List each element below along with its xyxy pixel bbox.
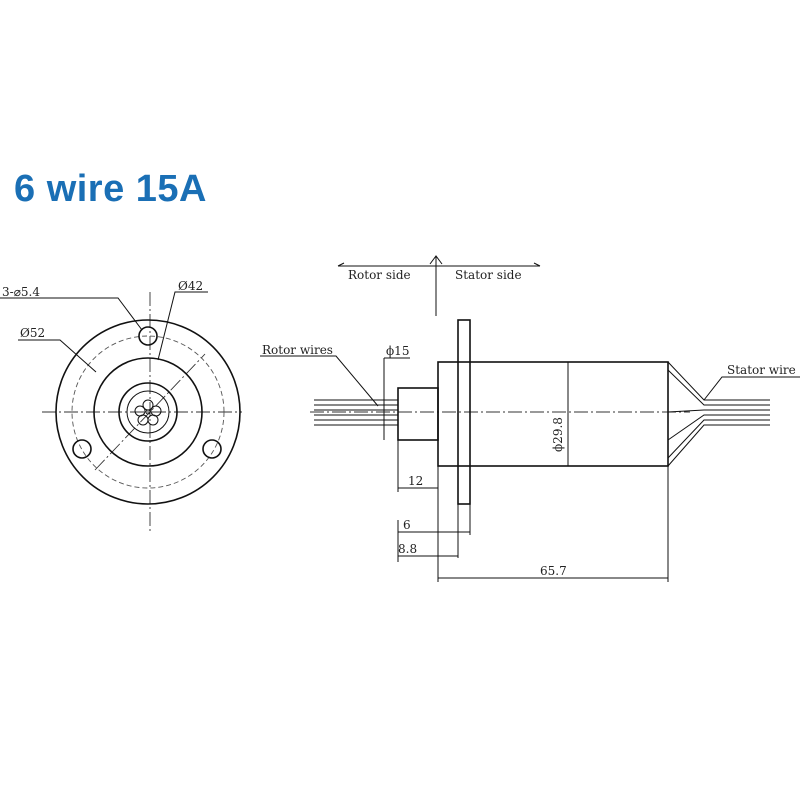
stator-wires-leader — [703, 376, 800, 401]
dim-6-label: 6 — [403, 518, 411, 532]
mount-hole-left — [72, 439, 92, 459]
page-title: 6 wire 15A — [14, 168, 207, 210]
stator-wires-label: Stator wire — [727, 363, 796, 377]
shaft-dia-label: ϕ15 — [386, 344, 409, 358]
shaft-rect — [397, 387, 439, 441]
stator-wire-3 — [667, 409, 770, 413]
rotor-tick — [337, 262, 345, 267]
body-circle — [93, 357, 203, 467]
stator-wire-4 — [667, 414, 770, 441]
pcd-leader — [157, 291, 208, 361]
rotor-wires-label: Rotor wires — [262, 343, 333, 357]
stator-side-label: Stator side — [455, 268, 522, 282]
arrow-head — [429, 255, 443, 265]
rotor-wires-leader — [260, 355, 379, 407]
outer-leader — [18, 339, 97, 373]
shaft-circle — [118, 382, 178, 442]
stator-wire-5 — [667, 419, 770, 459]
body-rect — [437, 361, 669, 467]
wire-6 — [145, 409, 151, 415]
mount-hole-right — [202, 439, 222, 459]
body-dia-label: ϕ29.8 — [551, 417, 565, 452]
wire-3 — [147, 414, 159, 426]
holes-label: 3-⌀5.4 — [2, 285, 40, 299]
outer-flange-circle — [55, 319, 241, 505]
mount-hole-top — [138, 326, 158, 346]
side-view: Rotor side Stator side Rotor wires Stato… — [260, 255, 800, 582]
stator-wire-6 — [667, 424, 770, 467]
shaft-inner-circle — [126, 390, 170, 434]
wire-5 — [134, 405, 146, 417]
pcd-circle — [71, 335, 225, 489]
dim-12-label: 12 — [408, 474, 423, 488]
front-view: 3-⌀5.4 Ø42 Ø52 — [0, 279, 242, 532]
holes-leader — [0, 297, 143, 331]
pcd-label: Ø42 — [178, 279, 203, 293]
wire-2 — [150, 405, 162, 417]
rotor-side-label: Rotor side — [348, 268, 411, 282]
dim-8-8-label: 8.8 — [398, 542, 417, 556]
flange-rect — [457, 319, 471, 505]
dim-65-7-label: 65.7 — [540, 564, 567, 578]
stator-wire-2 — [667, 369, 770, 406]
stator-tick — [533, 262, 541, 267]
outer-label: Ø52 — [20, 326, 45, 340]
